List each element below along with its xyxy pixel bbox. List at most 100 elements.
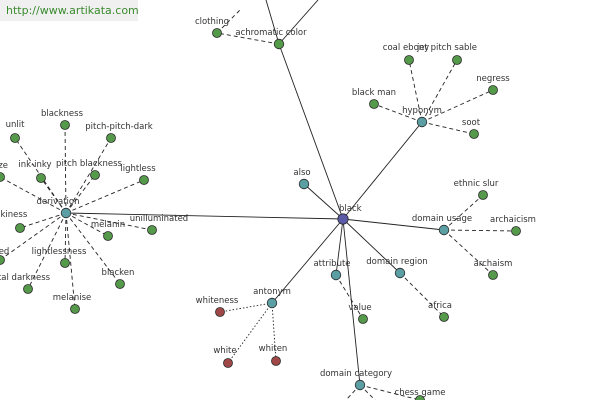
word-node-circle[interactable] xyxy=(212,28,222,38)
relation-node-domain-region[interactable]: domain region xyxy=(366,257,428,279)
word-node-ize[interactable]: ize xyxy=(0,161,8,182)
center-node-black[interactable]: black xyxy=(337,204,362,225)
relation-node-circle[interactable] xyxy=(60,207,72,219)
word-node-melanise[interactable]: melanise xyxy=(53,293,92,314)
word-node-negress[interactable]: negress xyxy=(476,74,510,95)
word-node-africa[interactable]: africa xyxy=(428,301,452,322)
word-node-ethnic-slur[interactable]: ethnic slur xyxy=(454,179,499,200)
relation-node-circle[interactable] xyxy=(394,267,406,279)
word-node-label: blacken xyxy=(102,268,135,278)
word-node-circle[interactable] xyxy=(15,223,25,233)
edge-attribute-value xyxy=(335,274,364,320)
relation-node-circle[interactable] xyxy=(273,38,285,50)
word-node-circle[interactable] xyxy=(488,270,498,280)
word-node-label: pitch blackness xyxy=(56,159,122,169)
edge-derivation-ize xyxy=(0,176,67,214)
word-node-ed[interactable]: ed xyxy=(0,247,9,265)
word-node-black-man[interactable]: black man xyxy=(352,88,396,109)
relation-node-circle[interactable] xyxy=(330,269,342,281)
word-node-circle[interactable] xyxy=(60,120,70,130)
edge-hyponym-soot xyxy=(421,121,475,135)
word-node-label: unilluminated xyxy=(130,214,188,224)
word-node-circle[interactable] xyxy=(147,225,157,235)
relation-node-also[interactable]: also xyxy=(293,168,311,190)
relation-node-attribute[interactable]: attribute xyxy=(313,259,351,281)
word-node-label: blackness xyxy=(41,109,84,119)
relation-node-label: hyponym xyxy=(402,106,442,116)
word-node-unlit[interactable]: unlit xyxy=(6,120,25,143)
word-node-blacken[interactable]: blacken xyxy=(102,268,135,289)
url-banner[interactable]: http://www.artikata.com xyxy=(0,0,139,21)
word-node-circle[interactable] xyxy=(115,279,125,289)
relation-node-circle[interactable] xyxy=(266,297,278,309)
word-node-circle[interactable] xyxy=(215,307,225,317)
word-node-circle[interactable] xyxy=(139,175,149,185)
word-node-circle[interactable] xyxy=(223,358,233,368)
word-node-circle[interactable] xyxy=(10,133,20,143)
word-node-circle[interactable] xyxy=(469,129,479,139)
word-node-pitch-pitch-dark[interactable]: pitch-pitch-dark xyxy=(85,122,153,143)
center-node-circle[interactable] xyxy=(337,213,349,225)
word-node-label: ize xyxy=(0,161,8,171)
word-node-circle[interactable] xyxy=(23,284,33,294)
word-node-circle[interactable] xyxy=(90,170,100,180)
word-node-label: whiten xyxy=(259,344,288,354)
word-node-chess-game[interactable]: chess game xyxy=(395,388,446,400)
relation-node-derivation[interactable]: derivation xyxy=(36,197,80,219)
relation-node-label: achromatic color xyxy=(235,28,307,38)
word-node-coal-ebony[interactable]: coal ebony xyxy=(383,43,429,65)
word-node-circle[interactable] xyxy=(271,356,281,366)
word-node-clothing[interactable]: clothing xyxy=(195,17,229,38)
word-node-archaism[interactable]: archaism xyxy=(474,259,513,280)
word-node-circle[interactable] xyxy=(511,226,521,236)
word-node-ink-inky[interactable]: ink-inky xyxy=(18,160,52,183)
relation-node-domain-category[interactable]: domain category xyxy=(320,369,392,391)
relation-node-circle[interactable] xyxy=(438,224,450,236)
edge-black-attribute xyxy=(335,218,344,276)
relation-node-label: antonym xyxy=(253,287,291,297)
word-node-circle[interactable] xyxy=(415,395,425,400)
word-node-circle[interactable] xyxy=(488,85,498,95)
word-node-jet-pitch-sable[interactable]: jet pitch sable xyxy=(416,43,477,65)
word-node-circle[interactable] xyxy=(439,312,449,322)
word-node-white[interactable]: white xyxy=(213,346,237,368)
relation-node-label: domain usage xyxy=(412,214,472,224)
word-node-archaicism[interactable]: archaicism xyxy=(490,215,536,236)
word-node-circle[interactable] xyxy=(0,172,5,182)
word-node-circle[interactable] xyxy=(358,314,368,324)
word-node-pitch-blackness[interactable]: pitch blackness xyxy=(56,159,123,180)
word-node-label: pitch-pitch-dark xyxy=(85,122,153,132)
word-node-lightless[interactable]: lightless xyxy=(120,164,156,185)
word-node-inkiness[interactable]: inkiness xyxy=(0,210,28,233)
word-node-blackness[interactable]: blackness xyxy=(41,109,84,130)
word-node-soot[interactable]: soot xyxy=(462,118,481,139)
word-node-circle[interactable] xyxy=(404,55,414,65)
word-node-tal-darkness[interactable]: tal darkness xyxy=(0,273,51,294)
word-node-label: value xyxy=(348,303,371,313)
relation-node-antonym[interactable]: antonym xyxy=(253,287,291,309)
edge-hyponym-negress xyxy=(421,89,494,123)
relation-node-circle[interactable] xyxy=(354,379,366,391)
word-node-circle[interactable] xyxy=(103,231,113,241)
word-node-whiteness[interactable]: whiteness xyxy=(196,296,239,317)
edge-derivation-pitch-blackness xyxy=(65,174,96,214)
word-node-circle[interactable] xyxy=(452,55,462,65)
word-node-circle[interactable] xyxy=(70,304,80,314)
word-node-circle[interactable] xyxy=(106,133,116,143)
word-node-lightlessness[interactable]: lightlessness xyxy=(32,247,87,268)
word-node-circle[interactable] xyxy=(60,258,70,268)
word-node-whiten[interactable]: whiten xyxy=(259,344,288,366)
word-node-circle[interactable] xyxy=(0,255,5,265)
word-node-value[interactable]: value xyxy=(348,303,372,324)
relation-node-achromatic-color[interactable]: achromatic color xyxy=(235,28,307,50)
relation-node-circle[interactable] xyxy=(416,116,428,128)
word-node-circle[interactable] xyxy=(478,190,488,200)
word-node-circle[interactable] xyxy=(36,173,46,183)
relation-node-hyponym[interactable]: hyponym xyxy=(402,106,442,128)
word-node-unilluminated[interactable]: unilluminated xyxy=(130,214,188,235)
word-node-melanin[interactable]: melanin xyxy=(91,220,125,241)
word-node-circle[interactable] xyxy=(369,99,379,109)
relation-node-domain-usage[interactable]: domain usage xyxy=(412,214,472,236)
relation-node-circle[interactable] xyxy=(298,178,310,190)
